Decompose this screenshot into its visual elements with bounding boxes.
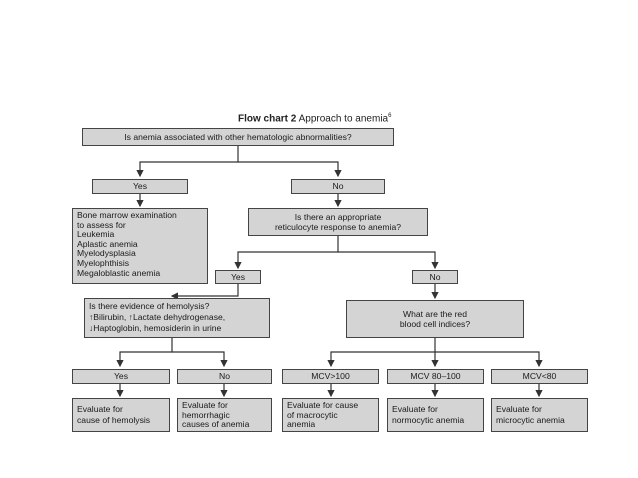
node-rbc-indices-question: What are the red blood cell indices? (346, 300, 524, 338)
node-hematologic-question: Is anemia associated with other hematolo… (82, 128, 394, 146)
node-no-hemolysis: No (177, 369, 272, 384)
node-evaluate-hemolysis: Evaluate for cause of hemolysis (72, 398, 170, 432)
connector-q4 (327, 338, 436, 368)
node-yes-hemolysis: Yes (72, 369, 170, 384)
node-no-reticulocyte: No (412, 270, 458, 284)
node-mcv-80-100: MCV 80–100 (387, 369, 484, 384)
connector-q2 (234, 236, 339, 270)
node-evaluate-normocytic: Evaluate for normocytic anemia (387, 398, 484, 432)
node-bone-marrow-exam: Bone marrow examination to assess for Le… (72, 208, 208, 284)
connector-q1 (136, 146, 239, 178)
node-no-hematologic: No (291, 179, 385, 194)
node-mcv-over-100: MCV>100 (282, 369, 379, 384)
node-yes-reticulocyte: Yes (215, 270, 261, 284)
connector-q3 (116, 338, 173, 368)
node-mcv-under-80: MCV<80 (491, 369, 588, 384)
node-yes-hematologic: Yes (92, 179, 188, 194)
chart-title-label: Flow chart 2 (238, 113, 297, 125)
node-reticulocyte-question: Is there an appropriate reticulocyte res… (248, 208, 428, 236)
node-evaluate-microcytic: Evaluate for microcytic anemia (491, 398, 588, 432)
chart-title-text: Approach to anemia (298, 113, 389, 125)
chart-title: Flow chart 2 Approach to anemia6 (238, 113, 448, 124)
node-evaluate-macrocytic: Evaluate for cause of macrocytic anemia (282, 398, 379, 432)
node-evaluate-hemorrhagic: Evaluate for hemorrhagic causes of anemi… (177, 398, 272, 432)
node-hemolysis-question: Is there evidence of hemolysis? ↑Bilirub… (84, 298, 270, 338)
connector-q1-no (238, 161, 342, 178)
chart-title-ref: 6 (388, 113, 392, 119)
connector-q4-right (435, 351, 543, 368)
connector-yes2 (170, 284, 239, 300)
connector-q2-no (338, 251, 439, 270)
connector-q3-no (172, 351, 228, 368)
